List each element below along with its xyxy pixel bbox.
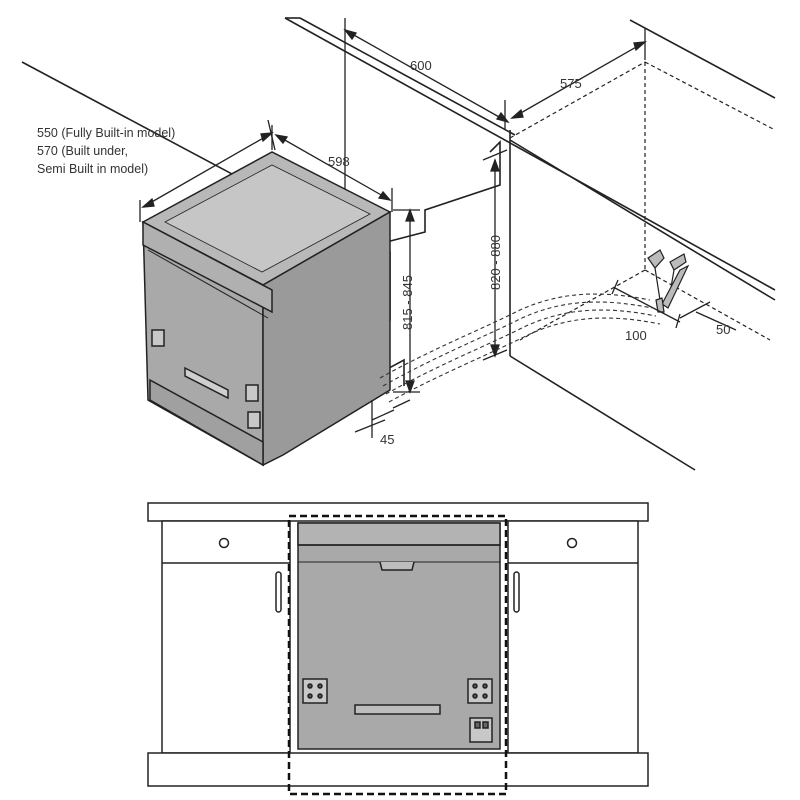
dimension-820-880 [482, 149, 508, 361]
worktop [147, 502, 649, 522]
control-panel-icon [469, 717, 493, 743]
right-cabinet-handle [513, 571, 520, 613]
niche-left-wall [372, 140, 501, 373]
right-cabinet [507, 520, 639, 754]
plinth [147, 752, 649, 787]
control-panel-icon [302, 678, 328, 704]
floor-edge [509, 355, 696, 471]
handle-icon [379, 561, 415, 571]
model-depth-note: 550 (Fully Built-in model) 570 (Built un… [37, 126, 175, 176]
dimension-50 [679, 301, 737, 331]
control-panel-icon [245, 384, 259, 402]
left-cabinet-handle [275, 571, 282, 613]
dimension-815-845 [393, 208, 420, 394]
installation-outline [287, 514, 508, 796]
front-view [147, 502, 649, 787]
worktop-edge-front [284, 17, 776, 291]
dim-label-820-880: 820 - 880 [488, 235, 503, 290]
dimension-100 [611, 279, 681, 329]
dishwasher-side [262, 210, 391, 467]
counter-edge-left [21, 61, 263, 191]
dim-label-575: 575 [560, 76, 582, 91]
dishwasher-control-strip [142, 220, 273, 314]
control-panel-icon [467, 678, 493, 704]
model-depth-line1: 550 (Fully Built-in model) [37, 126, 175, 140]
dishwasher-front-panel [297, 522, 501, 750]
knob-icon [218, 537, 230, 549]
dim-label-598: 598 [328, 154, 350, 169]
knob-icon [566, 537, 578, 549]
hoses [379, 293, 661, 403]
dimension-550-570 [139, 119, 276, 222]
control-panel-icon [247, 411, 261, 429]
dim-label-815-845: 815 - 845 [400, 275, 415, 330]
water-connection [647, 249, 690, 313]
handle-icon [184, 366, 229, 400]
model-depth-line3: Semi Built in model) [37, 162, 148, 176]
left-cabinet [161, 520, 291, 754]
control-panel-icon [151, 329, 165, 347]
dishwasher-control-bar [297, 522, 501, 546]
dishwasher-plinth [149, 378, 264, 467]
worktop-edge-right-back [629, 19, 776, 99]
worktop-edge-inner [299, 17, 516, 136]
worktop-edge-under [509, 139, 776, 301]
dimension-575 [510, 28, 647, 119]
dimension-600 [343, 18, 510, 195]
handle-icon [354, 704, 441, 715]
model-depth-line2: 570 (Built under, [37, 144, 128, 158]
dim-label-100: 100 [625, 328, 647, 343]
dim-label-50: 50 [716, 322, 730, 337]
dim-label-45: 45 [380, 432, 394, 447]
dim-label-600: 600 [410, 58, 432, 73]
niche-back-dashed [509, 61, 776, 341]
dishwasher-isometric [141, 151, 392, 467]
dimension-45 [354, 399, 411, 438]
isometric-view [21, 17, 776, 471]
